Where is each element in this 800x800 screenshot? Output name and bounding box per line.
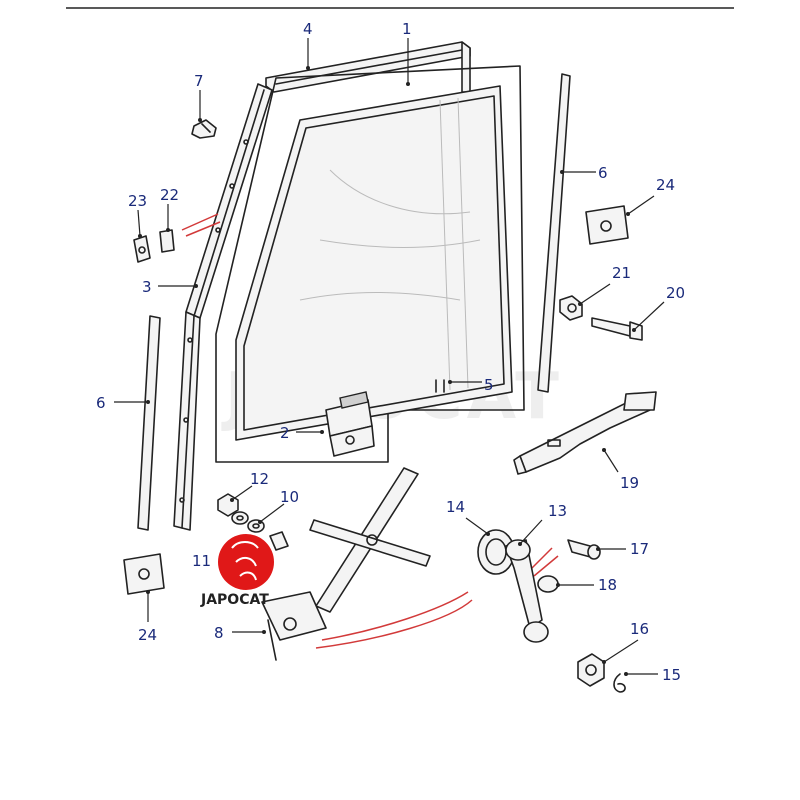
leader-lines <box>114 38 665 676</box>
part-20-screw <box>591 317 643 341</box>
callout-2: 2 <box>280 424 290 442</box>
part-18-cap <box>537 575 559 593</box>
callout-14: 14 <box>446 498 465 516</box>
japocat-logo: JAPOCAT <box>200 534 274 608</box>
part-5-division-channel <box>435 379 445 393</box>
callout-24-right: 24 <box>656 176 675 194</box>
part-24-left-pad <box>123 553 165 595</box>
callout-18: 18 <box>598 576 617 594</box>
callout-23: 23 <box>128 192 147 210</box>
indicator-lines-upper <box>181 213 221 237</box>
callout-22: 22 <box>160 186 179 204</box>
callout-16: 16 <box>630 620 649 638</box>
part-3-front-channel <box>173 83 273 531</box>
part-13-winder-handle <box>505 539 549 643</box>
bolt <box>269 531 289 551</box>
part-1-glass-outline <box>215 65 525 463</box>
callout-20: 20 <box>666 284 685 302</box>
callout-24-left: 24 <box>138 626 157 644</box>
part-11-washer <box>231 511 249 525</box>
callout-4: 4 <box>303 20 313 38</box>
part-24-right-pad <box>585 205 629 245</box>
callout-6-left: 6 <box>96 394 106 412</box>
callout-21: 21 <box>612 264 631 282</box>
part-8-window-regulator <box>261 467 431 661</box>
callout-numbers: 1 2 3 4 5 6 6 7 8 10 11 12 13 14 15 16 1… <box>96 20 685 684</box>
callout-12: 12 <box>250 470 269 488</box>
part-23-clip <box>133 235 151 263</box>
callout-5: 5 <box>484 376 494 394</box>
callout-3: 3 <box>142 278 152 296</box>
part-2-lift-bracket <box>325 391 375 457</box>
callout-19: 19 <box>620 474 639 492</box>
callout-13: 13 <box>548 502 567 520</box>
part-4-upper-channel <box>265 41 471 93</box>
part-22-clip <box>159 229 175 253</box>
part-6-right-weatherstrip <box>537 73 571 393</box>
callout-6-right: 6 <box>598 164 608 182</box>
part-6-left-weatherstrip <box>137 315 161 531</box>
part-1-glass-pane <box>235 85 513 441</box>
part-19-guide-bracket <box>513 391 657 475</box>
part-16-nut <box>577 653 605 687</box>
callout-17: 17 <box>630 540 649 558</box>
callout-8: 8 <box>214 624 224 642</box>
part-7-screw <box>191 119 217 139</box>
callout-10: 10 <box>280 488 299 506</box>
callout-15: 15 <box>662 666 681 684</box>
part-21-nut <box>559 295 583 321</box>
part-17-screw <box>567 539 601 560</box>
part-15-spring-clip <box>613 673 626 693</box>
callout-11: 11 <box>192 552 211 570</box>
callout-7: 7 <box>194 72 204 90</box>
svg-text:JAPOCAT: JAPOCAT <box>200 592 269 608</box>
indicator-lines-lower <box>315 547 559 649</box>
callout-1: 1 <box>402 20 412 38</box>
